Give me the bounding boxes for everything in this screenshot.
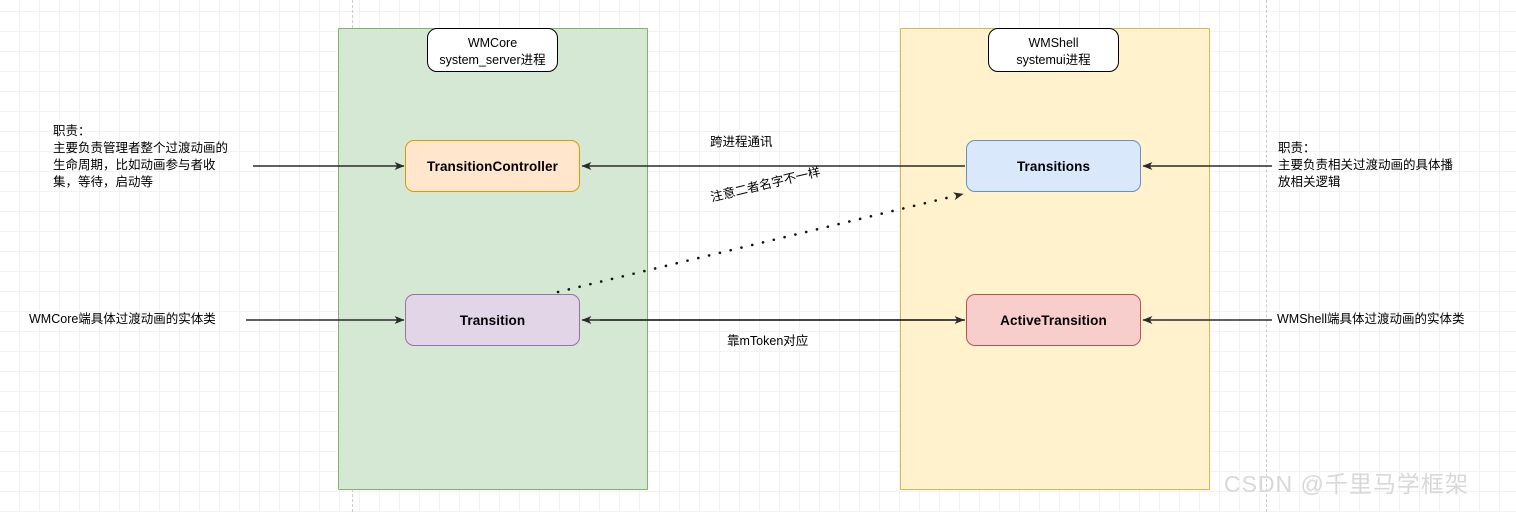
edge-label-mtoken: 靠mToken对应 bbox=[727, 334, 809, 348]
node-active-transition[interactable]: ActiveTransition bbox=[966, 294, 1141, 346]
lane-title-wmcore-line1: WMCore bbox=[467, 36, 518, 50]
edge-label-ipc: 跨进程通讯 bbox=[710, 135, 773, 149]
node-transitions[interactable]: Transitions bbox=[966, 140, 1141, 192]
node-transition[interactable]: Transition bbox=[405, 294, 580, 346]
annotation-wmshell-responsibility: 职责： 主要负责相关过渡动画的具体播 放相关逻辑 bbox=[1278, 141, 1454, 189]
node-transition-controller-label: TransitionController bbox=[426, 158, 558, 174]
lane-title-wmshell[interactable]: WMShell systemui进程 bbox=[988, 28, 1119, 72]
node-transition-controller[interactable]: TransitionController bbox=[405, 140, 580, 192]
lane-title-wmshell-line1: WMShell bbox=[1028, 36, 1079, 50]
lane-wmshell[interactable] bbox=[900, 28, 1210, 490]
lane-wmcore[interactable] bbox=[338, 28, 648, 490]
node-transition-label: Transition bbox=[459, 312, 526, 328]
node-transitions-label: Transitions bbox=[1016, 158, 1091, 174]
lane-title-wmshell-line2: systemui进程 bbox=[1016, 53, 1091, 67]
lane-title-wmcore-line2: system_server进程 bbox=[439, 53, 546, 67]
connector-transition-to-transitions-dotted bbox=[556, 192, 965, 294]
lane-title-wmcore[interactable]: WMCore system_server进程 bbox=[427, 28, 558, 72]
page-guide-right bbox=[1266, 0, 1267, 512]
annotation-wmshell-entity-class: WMShell端具体过渡动画的实体类 bbox=[1277, 312, 1465, 326]
watermark: CSDN @千里马学框架 bbox=[1224, 471, 1469, 497]
annotation-wmcore-responsibility: 职责： 主要负责管理者整个过渡动画的 生命周期，比如动画参与者收 集，等待，启动… bbox=[53, 124, 229, 189]
node-active-transition-label: ActiveTransition bbox=[1000, 312, 1107, 328]
annotation-wmcore-entity-class: WMCore端具体过渡动画的实体类 bbox=[29, 312, 216, 326]
